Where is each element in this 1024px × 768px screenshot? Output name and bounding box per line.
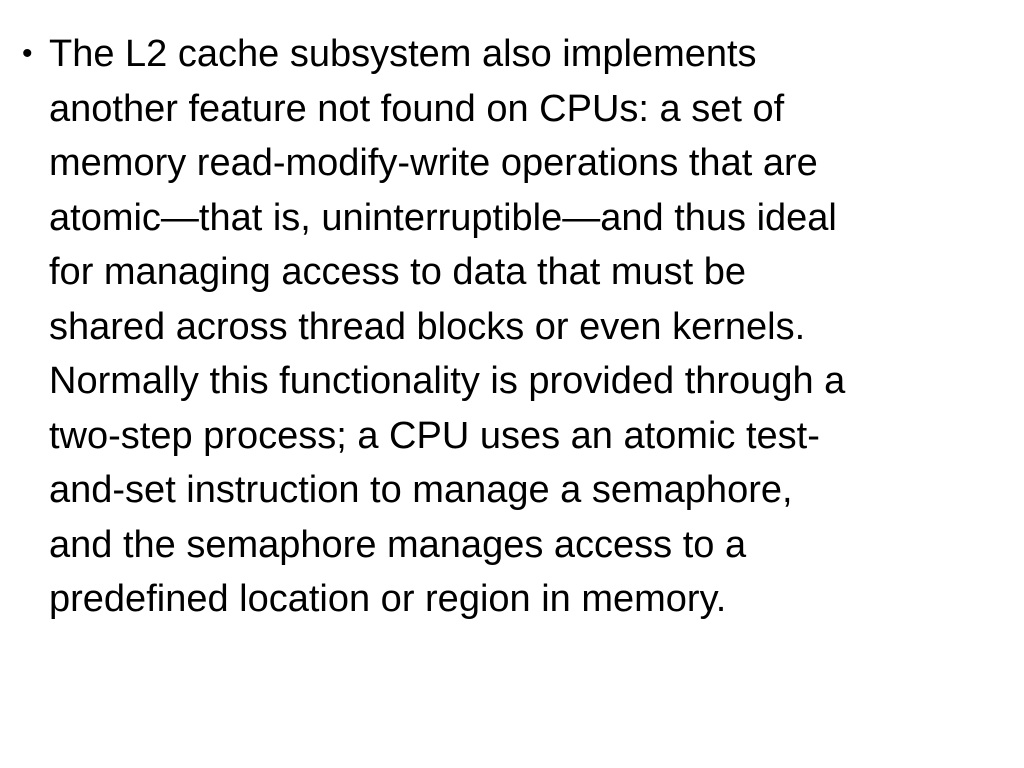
bullet-icon: • — [22, 37, 33, 70]
bullet-item: • The L2 cache subsystem also implements… — [22, 27, 1012, 627]
bullet-text-line: and the semaphore manages access to a — [49, 523, 747, 566]
bullet-list: • The L2 cache subsystem also implements… — [22, 27, 1012, 627]
bullet-text-line: shared across thread blocks or even kern… — [49, 305, 806, 348]
bullet-text-line: two-step process; a CPU uses an atomic t… — [49, 414, 820, 457]
bullet-text-line: predefined location or region in memory. — [49, 578, 727, 620]
bullet-text-line: another feature not found on CPUs: a set… — [49, 87, 785, 130]
bullet-text: The L2 cache subsystem also implements a… — [49, 27, 1012, 627]
bullet-text-line: Normally this functionality is provided … — [49, 360, 846, 402]
bullet-text-line: and-set instruction to manage a semaphor… — [49, 469, 793, 511]
bullet-text-line: for managing access to data that must be — [49, 251, 747, 293]
bullet-text-line: The L2 cache subsystem also implements — [49, 33, 757, 75]
bullet-text-line: memory read-modify-write operations that… — [49, 142, 818, 184]
bullet-text-line: atomic—that is, uninterruptible—and thus… — [49, 196, 837, 239]
